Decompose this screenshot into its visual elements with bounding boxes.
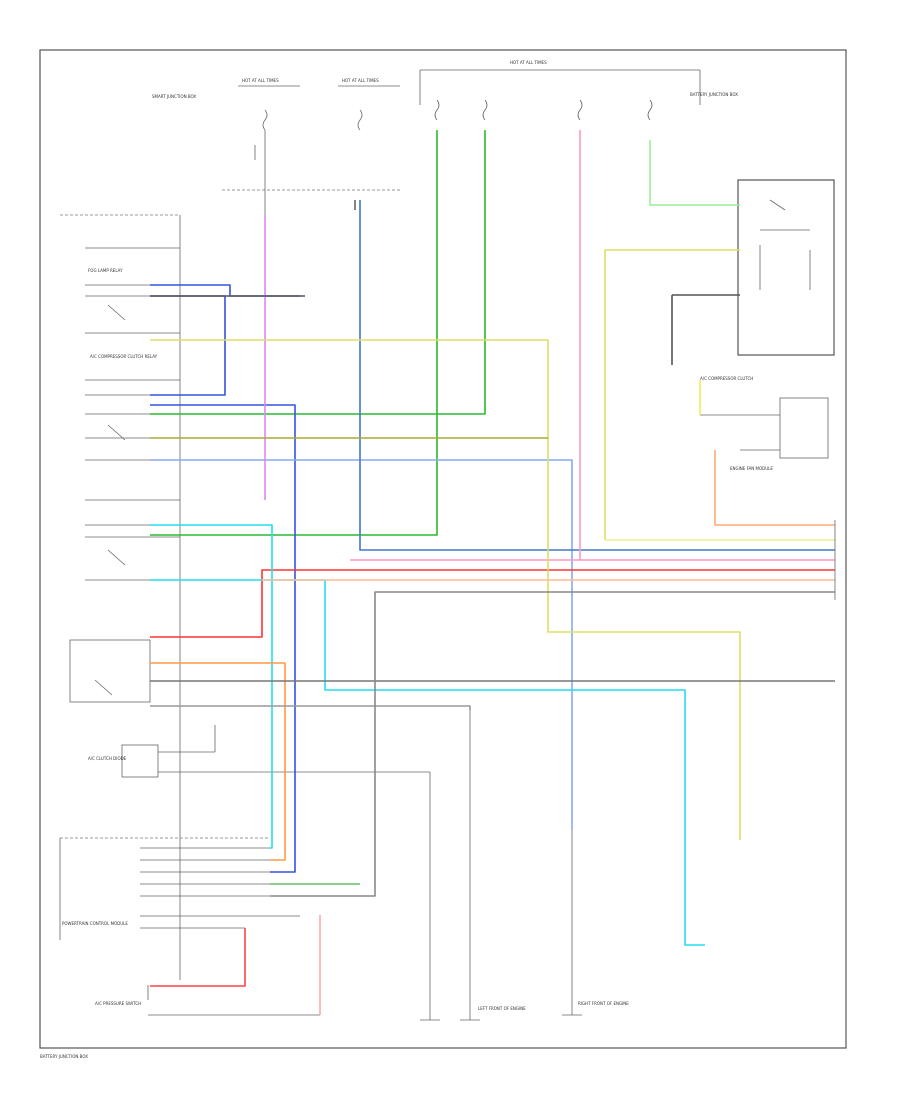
wire-blue-3 — [150, 284, 300, 297]
footer-text: BATTERY JUNCTION BOX — [40, 1054, 88, 1059]
wire-blue-2 — [150, 404, 296, 873]
battery-junction-box-label: BATTERY JUNCTION BOX — [690, 92, 738, 97]
ground-right: RIGHT FRONT OF ENGINE — [562, 830, 629, 1016]
hot-label-left: HOT AT ALL TIMES — [242, 78, 279, 83]
ac-clutch-diode: A/C CLUTCH DIODE — [88, 725, 430, 778]
wire-blue-4 — [359, 200, 835, 551]
fuse-6 — [647, 99, 653, 121]
relay-3 — [85, 499, 180, 581]
wire-cyan-1 — [150, 524, 273, 849]
diagram-frame — [39, 49, 847, 1049]
ac-pressure-switch: A/C PRESSURE SWITCH — [95, 915, 321, 1016]
svg-text:A/C PRESSURE SWITCH: A/C PRESSURE SWITCH — [95, 1001, 141, 1006]
wires — [150, 130, 835, 1015]
svg-text:A/C CLUTCH DIODE: A/C CLUTCH DIODE — [88, 756, 127, 761]
power-bus-top: HOT AT ALL TIMES HOT AT ALL TIMES HOT AT… — [152, 60, 738, 215]
fuse-4 — [482, 99, 488, 121]
ground-left: LEFT FRONT OF ENGINE — [420, 710, 526, 1021]
relay-box-right: A/C COMPRESSOR CLUTCH — [700, 179, 835, 381]
wire-gray-1 — [150, 705, 471, 710]
fuse-2 — [357, 109, 363, 131]
wire-yellow-2 — [604, 249, 740, 540]
hot-label-right: HOT AT ALL TIMES — [510, 60, 547, 65]
wire-pink-1 — [579, 130, 835, 561]
wire-orange-2 — [714, 450, 835, 526]
wire-orange-1 — [150, 662, 286, 861]
wire-gray-2 — [270, 591, 835, 897]
svg-text:LEFT FRONT OF ENGINE: LEFT FRONT OF ENGINE — [478, 1006, 526, 1011]
fog-lamp-relay: FOG LAMP RELAY — [60, 214, 181, 980]
wire-red-2 — [150, 928, 246, 987]
svg-text:ENGINE FAN MODULE: ENGINE FAN MODULE — [730, 466, 773, 471]
wire-lightgreen — [649, 140, 740, 206]
svg-text:RIGHT FRONT OF ENGINE: RIGHT FRONT OF ENGINE — [578, 1001, 629, 1006]
fuse-5 — [577, 99, 583, 121]
wire-green-2 — [150, 130, 486, 415]
wire-lightblue — [150, 459, 573, 830]
relay-4 — [69, 636, 180, 707]
powertrain-control-module: POWERTRAIN CONTROL MODULE — [59, 837, 300, 940]
wire-yellow-1 — [150, 339, 741, 840]
hot-label-mid: HOT AT ALL TIMES — [342, 78, 379, 83]
svg-text:FOG LAMP RELAY: FOG LAMP RELAY — [88, 268, 123, 273]
svg-text:A/C COMPRESSOR CLUTCH RELAY: A/C COMPRESSOR CLUTCH RELAY — [90, 354, 158, 359]
wire-cyan-2 — [150, 579, 705, 946]
engine-fan-module: ENGINE FAN MODULE — [700, 397, 829, 471]
fuse-3 — [434, 99, 440, 121]
ac-compressor-clutch-relay: A/C COMPRESSOR CLUTCH RELAY — [85, 354, 180, 461]
svg-text:A/C COMPRESSOR CLUTCH: A/C COMPRESSOR CLUTCH — [700, 376, 753, 381]
svg-text:POWERTRAIN CONTROL MODULE: POWERTRAIN CONTROL MODULE — [62, 921, 128, 926]
smart-junction-box-label: SMART JUNCTION BOX — [152, 94, 196, 99]
fuse-1 — [262, 109, 268, 131]
wire-green-1 — [150, 130, 438, 536]
